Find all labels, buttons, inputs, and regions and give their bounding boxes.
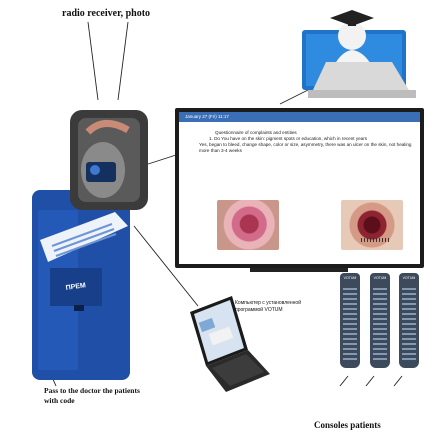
pass-label-line1: Pass to the doctor the patients xyxy=(44,386,140,395)
patient-console-3: VOTUM xyxy=(399,273,419,368)
patient-console-1: VOTUM xyxy=(340,273,360,368)
console-brand: VOTUM xyxy=(373,276,387,280)
skin-lesion-photo-right xyxy=(341,200,403,250)
tv-stand xyxy=(250,268,348,272)
questionnaire-title: Questionnaire of complaints and entities xyxy=(215,130,297,135)
console-brand: VOTUM xyxy=(402,276,416,280)
questionnaire-question: 1. Do You have on the skin: pigment spot… xyxy=(209,136,368,141)
kiosk-brand: ПРЕМ xyxy=(65,282,86,292)
tv-screen: January 27 (Fri) 11:17 Questionnaire of … xyxy=(179,112,420,264)
pass-label-line2: with code xyxy=(44,396,75,405)
radio-receiver-photo-label: radio receiver, photo xyxy=(62,8,151,19)
kiosk-terminal: ПРЕМ xyxy=(32,190,130,380)
console-brand: VOTUM xyxy=(343,276,357,280)
questionnaire-text: Questionnaire of complaints and entities… xyxy=(189,130,415,154)
laptop-label-line2: программой VOTUM xyxy=(235,307,283,313)
photo-device xyxy=(70,110,148,210)
console-keypad xyxy=(343,287,357,363)
figure-with-laptop xyxy=(302,10,416,98)
tv-header-bar: January 27 (Fri) 11:17 xyxy=(179,112,420,122)
patient-console-2: VOTUM xyxy=(370,273,390,368)
laptop-label-line1: Компьютер с установленной xyxy=(235,300,301,306)
laptop-label: Компьютер с установленной программой VOT… xyxy=(235,300,315,314)
laptop xyxy=(190,296,270,392)
consoles-patients-label: Consoles patients xyxy=(314,420,381,430)
console-keypad xyxy=(373,287,387,363)
questionnaire-answer: Yes, began to bleed, change shape, color… xyxy=(199,142,412,153)
tv-monitor: January 27 (Fri) 11:17 Questionnaire of … xyxy=(175,108,424,268)
console-keypad xyxy=(402,287,416,363)
skin-lesion-photo-left xyxy=(217,200,279,250)
pass-to-doctor-label: Pass to the doctor the patients with cod… xyxy=(44,386,140,406)
